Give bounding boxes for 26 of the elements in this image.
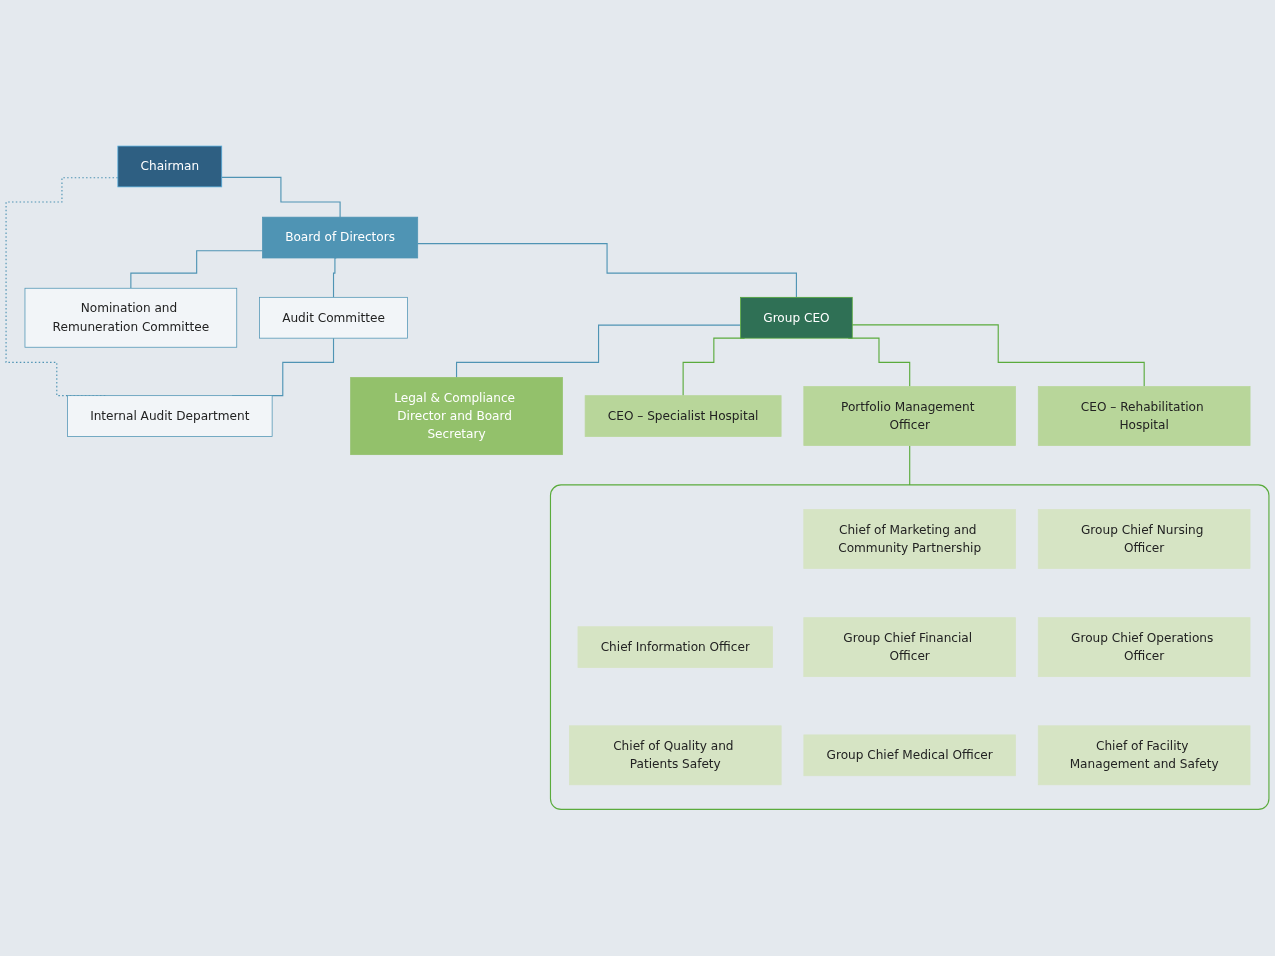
node-box: Group CEO — [740, 297, 853, 339]
node-box: Group Chief Medical Officer — [803, 734, 1016, 777]
connector — [332, 257, 337, 299]
node-box: Group Chief Nursing Officer — [1037, 509, 1251, 570]
node-box: Group Chief Operations Officer — [1037, 617, 1251, 678]
node-box: Legal & Compliance Director and Board Secretary — [350, 377, 563, 456]
node-box: Group Chief Financial Officer — [803, 617, 1016, 678]
node-box: Chairman — [117, 145, 223, 188]
node-box: Chief of Facility Management and Safety — [1037, 725, 1251, 786]
node-box: Board of Directors — [262, 217, 419, 259]
node-box: Chief of Marketing and Community Partnership — [803, 509, 1016, 570]
connector — [417, 243, 797, 299]
connector — [221, 177, 341, 218]
node-box: Chief Information Officer — [577, 626, 773, 669]
cluster — [549, 484, 1270, 811]
node-box: Nomination and Remuneration Committee — [24, 288, 238, 348]
connector — [851, 324, 1145, 388]
connector — [130, 250, 264, 290]
connector — [455, 324, 742, 379]
node-box: CEO – Specialist Hospital — [584, 395, 782, 438]
node-box: Chief of Quality and Patients Safety — [569, 725, 782, 786]
node-box: Portfolio Management Officer — [803, 386, 1016, 447]
connector — [909, 445, 911, 486]
node-box: Internal Audit Department — [67, 395, 273, 438]
node-box: Audit Committee — [259, 297, 408, 339]
node-box: CEO – Rehabilitation Hospital — [1037, 386, 1251, 447]
